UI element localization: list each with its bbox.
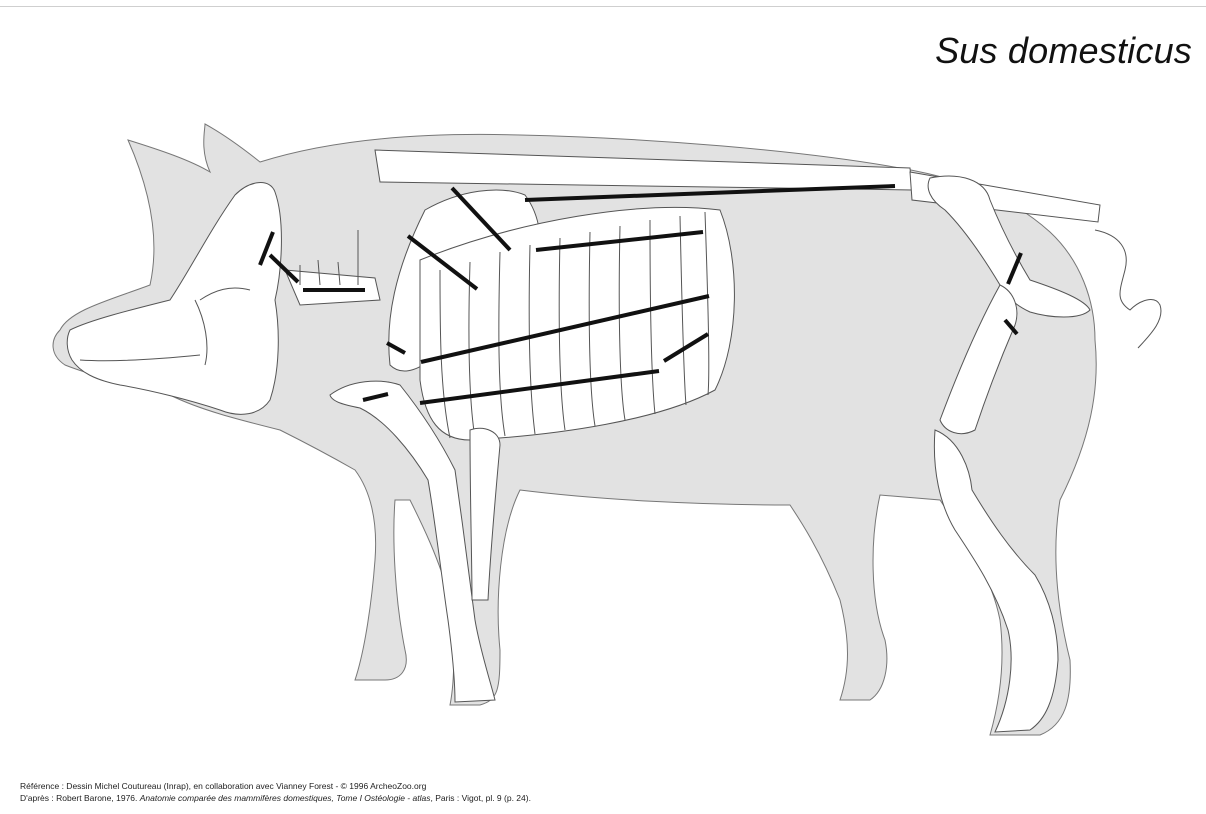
species-title: Sus domesticus — [935, 30, 1192, 72]
credits-line-1: Référence : Dessin Michel Coutureau (Inr… — [20, 780, 531, 792]
credits-line-2-prefix: D'après : Robert Barone, 1976. — [20, 793, 140, 803]
credits-line-2: D'après : Robert Barone, 1976. Anatomie … — [20, 792, 531, 804]
credits-book-title: Anatomie comparée des mammifères domesti… — [140, 793, 431, 803]
credits-line-2-suffix: , Paris : Vigot, pl. 9 (p. 24). — [430, 793, 530, 803]
credits: Référence : Dessin Michel Coutureau (Inr… — [20, 780, 531, 804]
tail — [1095, 230, 1161, 348]
